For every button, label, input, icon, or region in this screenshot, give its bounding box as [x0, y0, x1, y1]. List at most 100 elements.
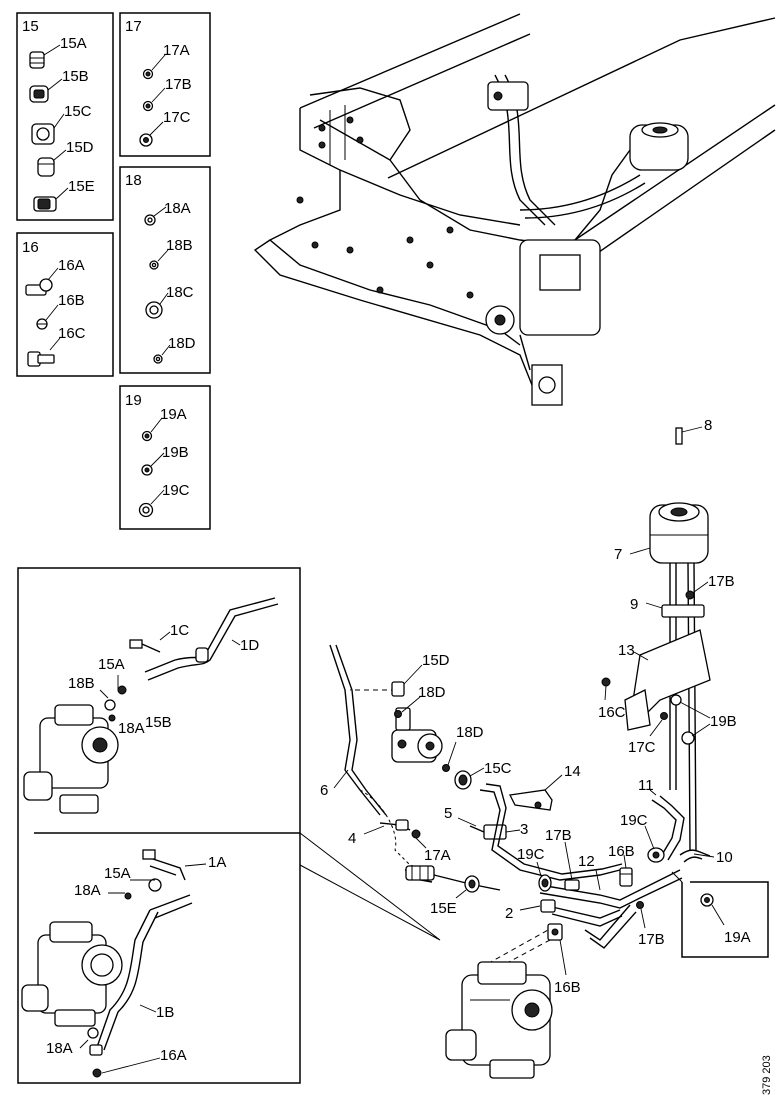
steering-gear-upper-icon [23, 704, 119, 814]
label-17B: 17B [165, 76, 192, 93]
callout-13: 13 [618, 642, 635, 659]
label-19C: 19C [162, 482, 190, 499]
bracket-17B-mid-icon [564, 879, 580, 891]
main-exploded-assembly: 8 7 9 17B 13 16C 19B 17C [320, 417, 769, 996]
label-1A: 1A [208, 854, 226, 871]
inset-19A-box: 19A [671, 871, 769, 958]
label-18D: 18D [168, 335, 196, 352]
label-15B: 15B [62, 68, 89, 85]
pipe-1D-fitting-icon [195, 647, 209, 663]
inset-box-16: 16 16A 16B 16C [16, 232, 114, 377]
callout-18D-a: 18D [418, 684, 446, 701]
clamp-19B-lower-icon [681, 731, 695, 745]
nut-17B-top-icon [685, 590, 695, 600]
valve-14-icon [509, 789, 553, 811]
callout-10: 10 [716, 849, 733, 866]
label-15C: 15C [64, 103, 92, 120]
power-steering-pump-icon [391, 707, 443, 763]
box-18-number: 18 [125, 172, 142, 189]
callout-16B-b: 16B [554, 979, 581, 996]
clip-9-icon [661, 604, 705, 618]
bolt-16A-icon [92, 1068, 102, 1078]
nut-17B-low-icon [636, 901, 644, 909]
washer-18D-icon [153, 354, 163, 364]
figure-reference: 379 203 [761, 1055, 773, 1095]
callout-17A: 17A [424, 847, 451, 864]
callout-2: 2 [505, 905, 513, 922]
washer-18D-upper-icon [394, 710, 402, 718]
fitting-15C-icon [31, 123, 55, 145]
pump-overview-icon [487, 81, 529, 111]
nut-17C-icon [660, 712, 668, 720]
label-18A-bottom: 18A [46, 1040, 73, 1057]
label-17C: 17C [163, 109, 191, 126]
label-1B: 1B [156, 1004, 174, 1021]
callout-9: 9 [630, 596, 638, 613]
callout-19C-a: 19C [517, 846, 545, 863]
frame-rivets [296, 116, 474, 299]
bolt-1C-icon [129, 639, 143, 649]
callout-11: 11 [638, 777, 654, 794]
washer-18B-upper-icon [104, 699, 116, 711]
chassis-frame-illustration [253, 13, 776, 406]
washer-18A-lower-icon [124, 892, 132, 900]
label-18A-upper: 18A [118, 720, 145, 737]
clamp-19A-icon [141, 430, 153, 442]
fitting-15E-icon [405, 865, 435, 881]
detail-view-panel: 1C 1D 15A 18B 18A 15B 1A 15A [17, 567, 441, 1084]
callout-16B-a: 16B [608, 843, 635, 860]
reservoir-overview-icon [574, 122, 689, 241]
label-15E: 15E [68, 178, 95, 195]
fitting-15B-icon [29, 85, 49, 103]
nut-17B-icon [142, 100, 154, 112]
label-19A: 19A [160, 406, 187, 423]
nut-17A-icon [411, 829, 421, 839]
callout-19B: 19B [710, 713, 737, 730]
bolt-16B-upper-icon [619, 867, 633, 887]
callout-19A: 19A [724, 929, 751, 946]
clamp-19C-right-icon [647, 847, 665, 863]
bolt-8-icon [675, 427, 683, 445]
label-16C: 16C [58, 325, 86, 342]
label-15A-upper: 15A [98, 656, 125, 673]
label-18C: 18C [166, 284, 194, 301]
callout-19C-b: 19C [620, 812, 648, 829]
label-19B: 19B [162, 444, 189, 461]
callout-6: 6 [320, 782, 328, 799]
washer-18A-upper-icon [108, 714, 116, 722]
banjo-bolt-16A-icon [25, 278, 53, 296]
fitting-15A-upper-icon [117, 685, 127, 695]
label-18A-lower: 18A [74, 882, 101, 899]
fitting-15E-hose-end-icon [464, 875, 480, 893]
label-15A: 15A [60, 35, 87, 52]
label-1D: 1D [240, 637, 259, 654]
bolt-16B-lower-icon [547, 923, 563, 941]
bracket-13-icon [624, 629, 711, 731]
label-18B: 18B [166, 237, 193, 254]
label-15B-upper: 15B [145, 714, 172, 731]
box-15-number: 15 [22, 18, 39, 35]
label-16B: 16B [58, 292, 85, 309]
box-19-number: 19 [125, 392, 142, 409]
fitting-2-icon [540, 899, 556, 913]
fitting-15D-icon [37, 157, 55, 177]
box-16-number: 16 [22, 239, 39, 256]
fitting-15A-lower-icon [148, 878, 162, 892]
callout-17B-mid: 17B [545, 827, 572, 844]
fitting-4-icon [395, 819, 409, 831]
washer-18A-icon [144, 214, 156, 226]
clamp-19C-left-icon [538, 874, 552, 892]
washer-18D-lower-icon [442, 764, 450, 772]
callout-15E: 15E [430, 900, 457, 917]
label-15D: 15D [66, 139, 94, 156]
callout-14: 14 [564, 763, 581, 780]
label-18A: 18A [164, 200, 191, 217]
label-16A-bottom: 16A [160, 1047, 187, 1064]
fitting-15A-icon [29, 51, 45, 69]
steering-gear-overview-icon [485, 239, 601, 406]
label-1C: 1C [170, 622, 189, 639]
fitting-15C-icon [454, 770, 472, 790]
bolt-16B-icon [36, 318, 48, 330]
label-15A-lower: 15A [104, 865, 131, 882]
callout-7: 7 [614, 546, 622, 563]
